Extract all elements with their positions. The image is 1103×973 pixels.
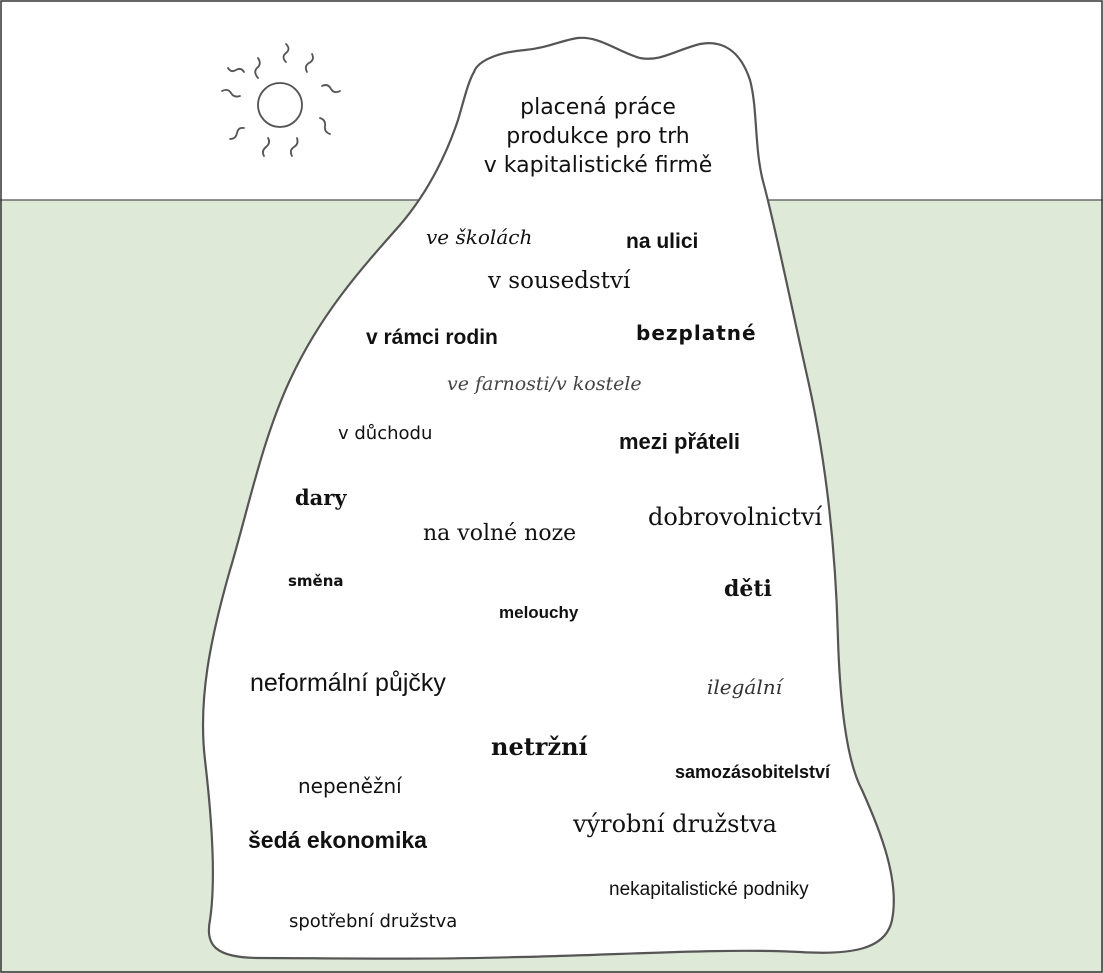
- label-mezi-prateli: mezi přáteli: [619, 429, 741, 454]
- label-placena-prace: placená práce: [520, 95, 676, 120]
- label-smena: směna: [288, 572, 344, 590]
- label-melouchy: melouchy: [499, 603, 579, 622]
- label-ve-farnosti: ve farnosti/v kostele: [447, 373, 642, 395]
- label-vyrobni-druzstva: výrobní družstva: [573, 810, 777, 838]
- label-nekapitalisticke-podniky: nekapitalistické podniky: [609, 879, 809, 900]
- label-ve-skolach: ve školách: [426, 225, 533, 249]
- sun-icon: [221, 43, 341, 157]
- label-samozasobitelstvi: samozásobitelství: [675, 762, 831, 782]
- label-ilegalni: ilegální: [707, 675, 783, 699]
- iceberg-shape: [201, 36, 895, 960]
- above-water-text: placená práce produkce pro trh v kapital…: [448, 93, 748, 180]
- label-v-kapitalisticke-firme: v kapitalistické firmě: [483, 153, 713, 178]
- label-na-ulici: na ulici: [626, 230, 699, 253]
- label-dary: dary: [295, 485, 347, 510]
- label-dobrovolnictvi: dobrovolnictví: [648, 503, 823, 531]
- label-v-sousedstvi: v sousedství: [488, 268, 631, 294]
- label-seda-ekonomika: šedá ekonomika: [248, 827, 427, 853]
- label-produkce-pro-trh: produkce pro trh: [506, 124, 690, 149]
- label-nepenezni: nepeněžní: [298, 774, 402, 798]
- label-deti: děti: [724, 576, 772, 602]
- label-v-duchodu: v důchodu: [338, 423, 433, 444]
- label-na-volne-noze: na volné noze: [423, 521, 577, 546]
- label-netrzni: netržní: [491, 732, 588, 761]
- label-v-ramci-rodin: v rámci rodin: [366, 326, 498, 349]
- label-bezplatne: bezplatné: [636, 321, 757, 345]
- label-neformalni-pujcky: neformální půjčky: [250, 669, 446, 697]
- label-spotrebni-druzstva: spotřební družstva: [289, 911, 458, 932]
